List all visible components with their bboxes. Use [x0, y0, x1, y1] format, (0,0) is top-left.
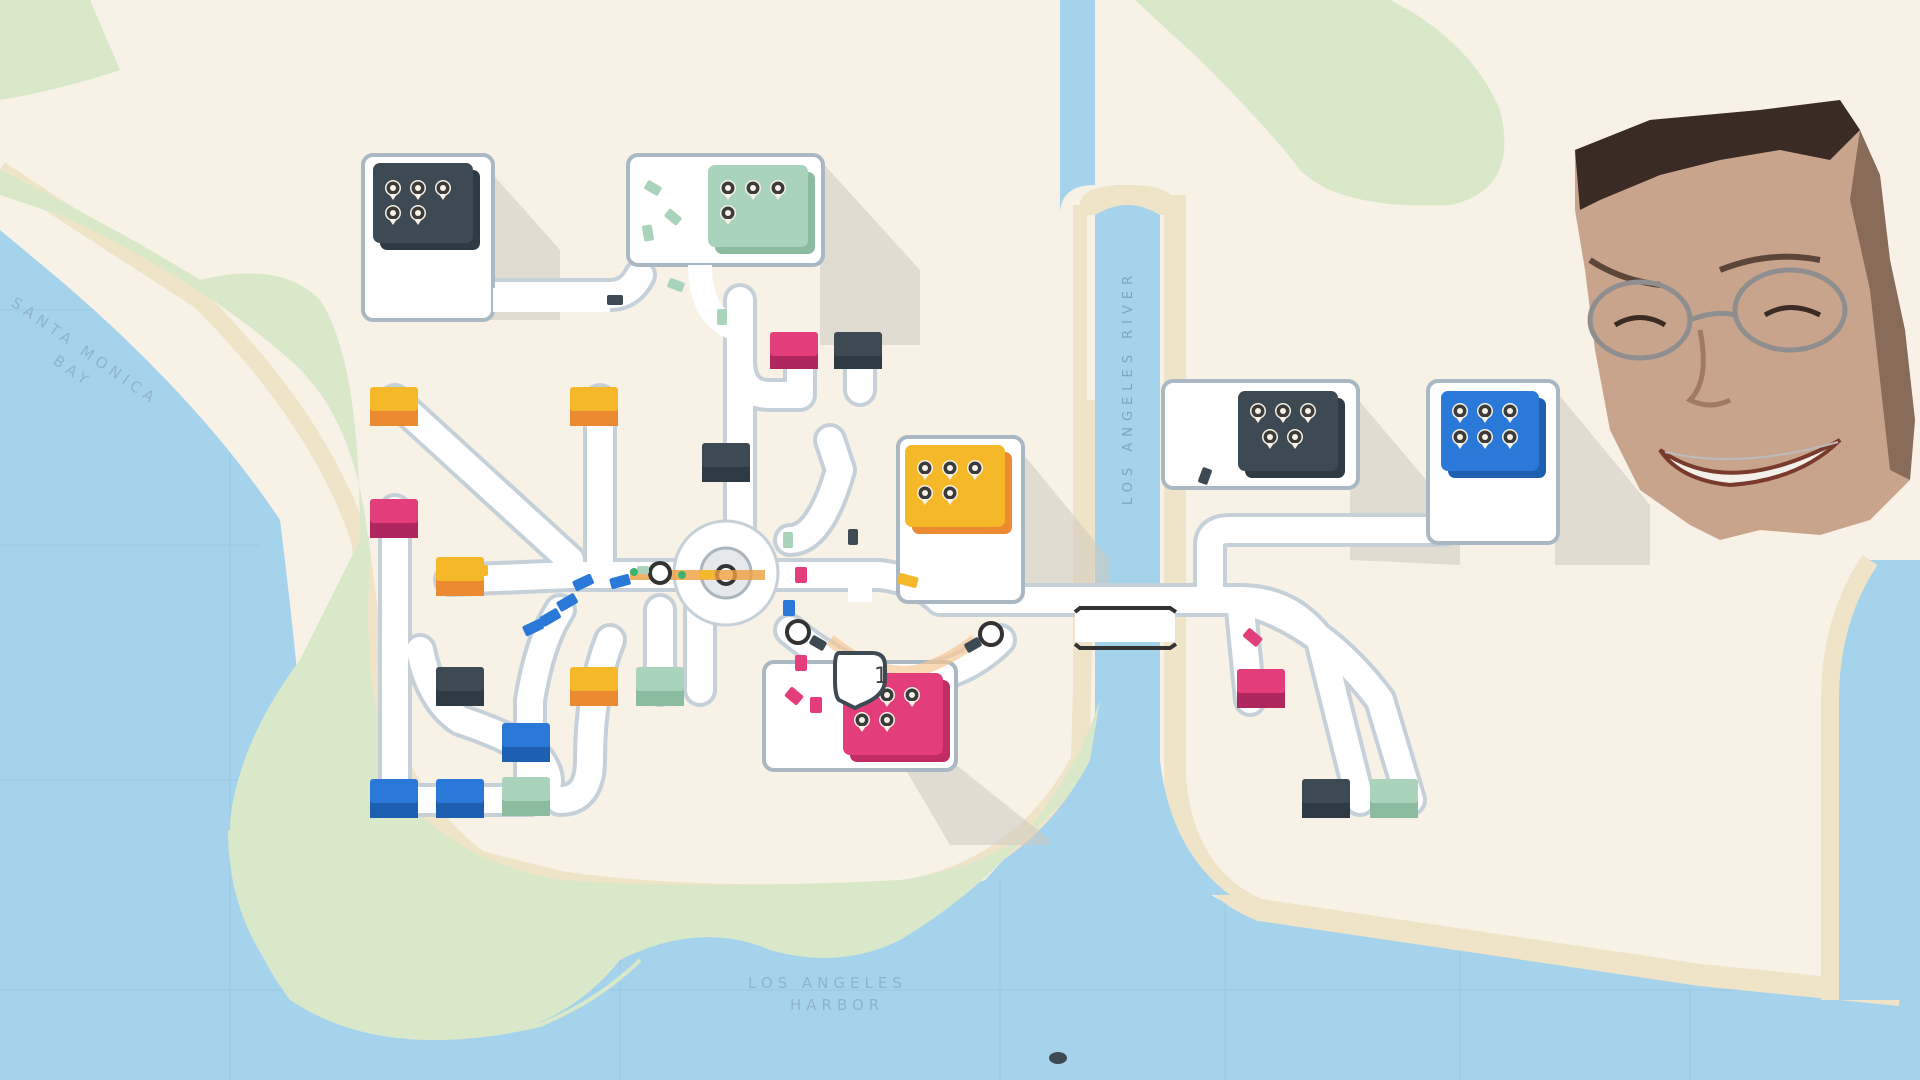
- car-icon: [470, 565, 919, 588]
- destination-mint-n[interactable]: [708, 165, 815, 254]
- house-icon: [436, 779, 484, 818]
- los-angeles-river: [1080, 210, 1230, 895]
- badge-icon[interactable]: 1: [833, 651, 888, 711]
- destination-dark-nw[interactable]: [373, 163, 480, 250]
- badge-count: 1: [874, 664, 888, 689]
- grass-coast: [0, 170, 1100, 1040]
- house-icon: [502, 723, 550, 762]
- svg-text:LOS ANGELES RIVER: LOS ANGELES RIVER: [1121, 270, 1136, 505]
- house-icon: [502, 777, 550, 816]
- destination-yellow[interactable]: [905, 445, 1012, 534]
- house-icon: [570, 387, 618, 426]
- junction-markers: [648, 561, 1004, 647]
- house-icon: [370, 499, 418, 538]
- car-icon: [637, 180, 793, 574]
- house-icon: [1302, 779, 1350, 818]
- bridge-icon[interactable]: [1073, 606, 1178, 650]
- car-icon: [522, 573, 795, 637]
- house-icon: [1237, 669, 1285, 708]
- house-icon: [370, 779, 418, 818]
- scroll-indicator[interactable]: [1049, 1052, 1067, 1064]
- grass-west: [0, 0, 120, 100]
- house-icon: [1370, 779, 1418, 818]
- house-icon: [834, 332, 882, 369]
- house-icon: [702, 443, 750, 482]
- houses[interactable]: [370, 332, 1418, 818]
- land-west: [0, 0, 1920, 1000]
- house-icon: [636, 667, 684, 706]
- car-icon: [784, 567, 1263, 713]
- house-icon: [770, 332, 818, 369]
- house-icon: [370, 387, 418, 426]
- destination-dark-e[interactable]: [1238, 388, 1345, 478]
- label-la-river: LOS ANGELES RIVER: [1121, 270, 1136, 505]
- house-icon: [570, 667, 618, 706]
- house-icon: [436, 667, 484, 706]
- east-inlet: [1830, 560, 1920, 1000]
- grass-north: [1135, 0, 1505, 206]
- destination-blue[interactable]: [1441, 388, 1546, 478]
- webcam-face-overlay: [1575, 100, 1915, 540]
- label-harbor-2: HARBOR: [790, 996, 884, 1014]
- cars: [470, 180, 1263, 713]
- house-icon: [436, 557, 484, 596]
- label-harbor-1: LOS ANGELES: [748, 974, 907, 992]
